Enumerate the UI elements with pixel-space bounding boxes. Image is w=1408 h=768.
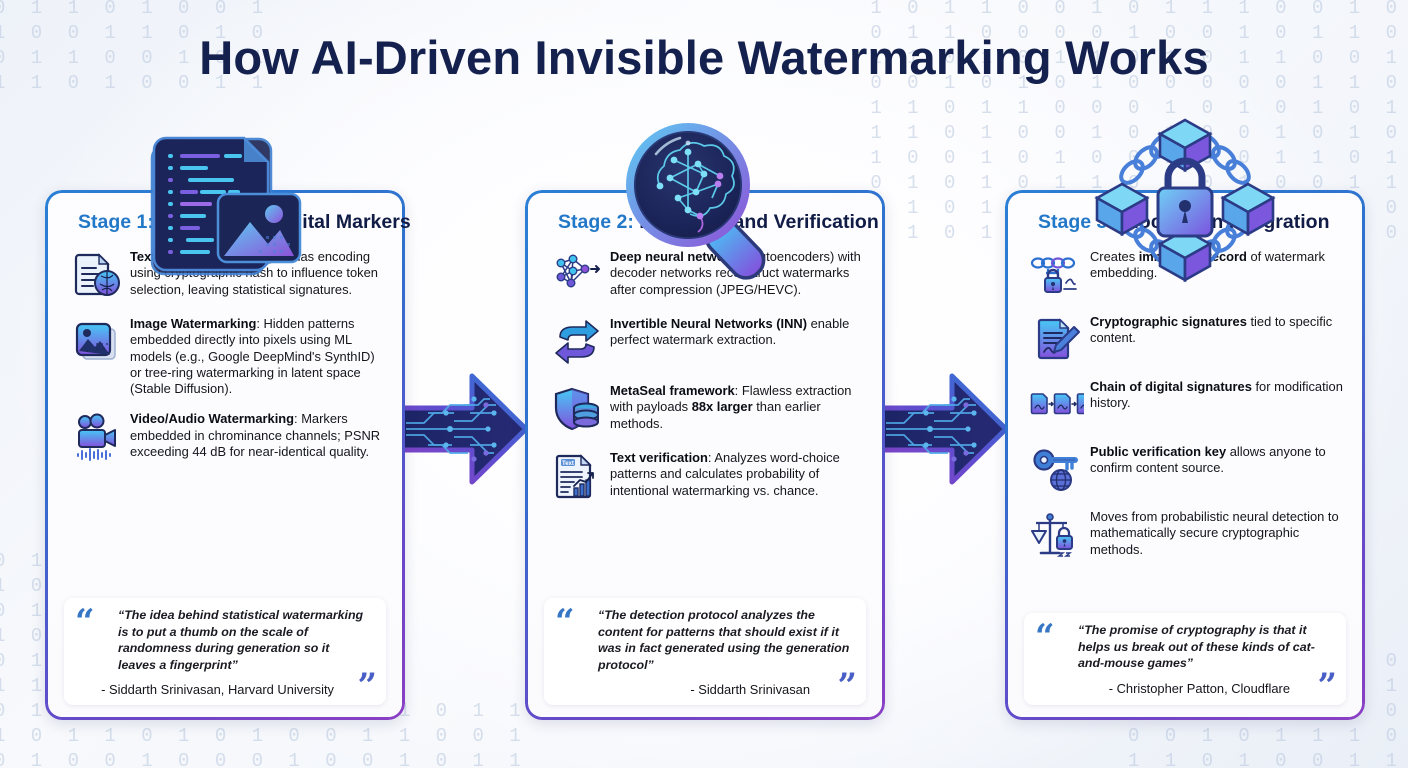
quote-attribution: - Christopher Patton, Cloudflare	[1108, 680, 1290, 696]
stage-2-heading: Stage 2: Detection and Verification	[558, 211, 879, 234]
swap-arrows-icon	[550, 315, 604, 369]
video-camera-audio-wave-icon	[70, 410, 124, 464]
quote-close-icon: ”	[1317, 666, 1337, 706]
image-photo-icon	[70, 315, 124, 369]
list-item-lead: Text Watermarking	[130, 249, 245, 264]
signature-chain-icon	[1030, 378, 1084, 432]
list-item: Public verification key allows anyone to…	[1030, 443, 1344, 497]
list-item: Creates immutable record of watermark em…	[1030, 248, 1344, 302]
stage-1-bullet-list: Text Watermarking: Logits-bias encoding …	[64, 248, 386, 598]
stage-2-card: Stage 2: Detection and Verification	[525, 190, 885, 720]
list-item: MetaSeal framework: Flawless extraction …	[550, 382, 864, 436]
scales-padlock-icon	[1030, 508, 1084, 562]
list-item-text: Moves from probabilistic neural detectio…	[1090, 508, 1344, 558]
quote-open-icon: “	[555, 602, 575, 642]
chain-padlock-signature-icon	[1030, 248, 1084, 302]
signed-document-pen-icon	[1030, 313, 1084, 367]
stage-3-card: Stage 3: Blockchain Integration C	[1005, 190, 1365, 720]
list-item-text: Public verification key allows anyone to…	[1090, 443, 1344, 477]
stage-2-quote: “ “The detection protocol analyzes the c…	[544, 598, 866, 705]
quote-attribution: - Siddarth Srinivasan	[690, 682, 810, 697]
list-item: Text Watermarking: Logits-bias encoding …	[70, 248, 384, 302]
list-item-text: Creates immutable record of watermark em…	[1090, 248, 1344, 282]
list-item-lead: Cryptographic signatures	[1090, 314, 1247, 329]
stage-1-card: Stage 1: Embedding Digital Markers	[45, 190, 411, 720]
list-item-text: Text Watermarking: Logits-bias encoding …	[130, 248, 384, 298]
list-item-lead-prefix: Creates	[1090, 249, 1139, 264]
key-globe-icon	[1030, 443, 1084, 497]
quote-close-icon: ”	[357, 666, 377, 706]
stage-3-name: Blockchain Integration	[1119, 211, 1330, 233]
document-brain-icon	[70, 248, 124, 302]
stage-1-quote: “ “The idea behind statistical watermark…	[64, 598, 386, 705]
list-item: Text Text verification: Analyzes word-ch…	[550, 449, 864, 503]
list-item-lead: Public verification key	[1090, 444, 1227, 459]
list-item-lead: Text verification	[610, 450, 708, 465]
list-item-text: Image Watermarking: Hidden patterns embe…	[130, 315, 384, 397]
list-item: Cryptographic signatures tied to specifi…	[1030, 313, 1344, 367]
list-item: Deep neural networks (autoencoders) with…	[550, 248, 864, 302]
list-item-body: Moves from probabilistic neural detectio…	[1090, 509, 1339, 557]
stage-2-name: Detection and Verification	[639, 211, 879, 233]
list-item-lead: Deep neural networks	[610, 249, 744, 264]
list-item-text: Invertible Neural Networks (INN) enable …	[610, 315, 864, 349]
text-document-chart-icon: Text	[550, 449, 604, 503]
quote-text: “The detection protocol analyzes the con…	[598, 608, 850, 672]
stage-3-heading: Stage 3: Blockchain Integration	[1038, 211, 1346, 234]
list-item-text: Cryptographic signatures tied to specifi…	[1090, 313, 1344, 347]
stage-3-quote: “ “The promise of cryptography is that i…	[1024, 613, 1346, 705]
arrow-stage1-to-stage2	[397, 368, 530, 495]
list-item-lead: Chain of digital signatures	[1090, 379, 1252, 394]
list-item: Chain of digital signatures for modifica…	[1030, 378, 1344, 432]
stage-1-heading: Stage 1: Embedding Digital Markers	[78, 211, 411, 234]
list-item-text: Chain of digital signatures for modifica…	[1090, 378, 1344, 412]
list-item-text: MetaSeal framework: Flawless extraction …	[610, 382, 864, 432]
stage-2-bullet-list: Deep neural networks (autoencoders) with…	[544, 248, 866, 598]
list-item-lead: MetaSeal framework	[610, 383, 735, 398]
list-item-text: Text verification: Analyzes word-choice …	[610, 449, 864, 499]
list-item-lead: Image Watermarking	[130, 316, 257, 331]
quote-attribution: - Siddarth Srinivasan, Harvard Universit…	[101, 682, 334, 697]
svg-text:Text: Text	[562, 461, 574, 467]
list-item: Video/Audio Watermarking: Markers embedd…	[70, 410, 384, 464]
arrow-stage2-to-stage3	[877, 368, 1010, 495]
quote-close-icon: ”	[837, 666, 857, 706]
stage-3-bullet-list: Creates immutable record of watermark em…	[1024, 248, 1346, 613]
quote-text: “The promise of cryptography is that it …	[1078, 623, 1315, 670]
stage-1-name: Embedding Digital Markers	[159, 211, 411, 233]
stage-3-number: Stage 3:	[1038, 211, 1114, 233]
list-item-text: Deep neural networks (autoencoders) with…	[610, 248, 864, 298]
quote-open-icon: “	[75, 602, 95, 642]
list-item-lead: immutable record	[1138, 249, 1247, 264]
page-title: How AI-Driven Invisible Watermarking Wor…	[199, 31, 1209, 84]
list-item-lead: Video/Audio Watermarking	[130, 411, 295, 427]
list-item: Moves from probabilistic neural detectio…	[1030, 508, 1344, 562]
list-item: Invertible Neural Networks (INN) enable …	[550, 315, 864, 369]
neural-network-arrow-icon	[550, 248, 604, 302]
stage-1-number: Stage 1:	[78, 211, 154, 233]
list-item-bold-mid: 88x larger	[691, 399, 753, 415]
list-item: Image Watermarking: Hidden patterns embe…	[70, 315, 384, 397]
stage-2-number: Stage 2:	[558, 211, 634, 233]
shield-database-icon	[550, 382, 604, 436]
list-item-lead: Invertible Neural Networks (INN)	[610, 316, 807, 331]
list-item-text: Video/Audio Watermarking: Markers embedd…	[130, 410, 384, 460]
quote-text: “The idea behind statistical watermarkin…	[118, 608, 364, 672]
quote-open-icon: “	[1035, 617, 1055, 657]
